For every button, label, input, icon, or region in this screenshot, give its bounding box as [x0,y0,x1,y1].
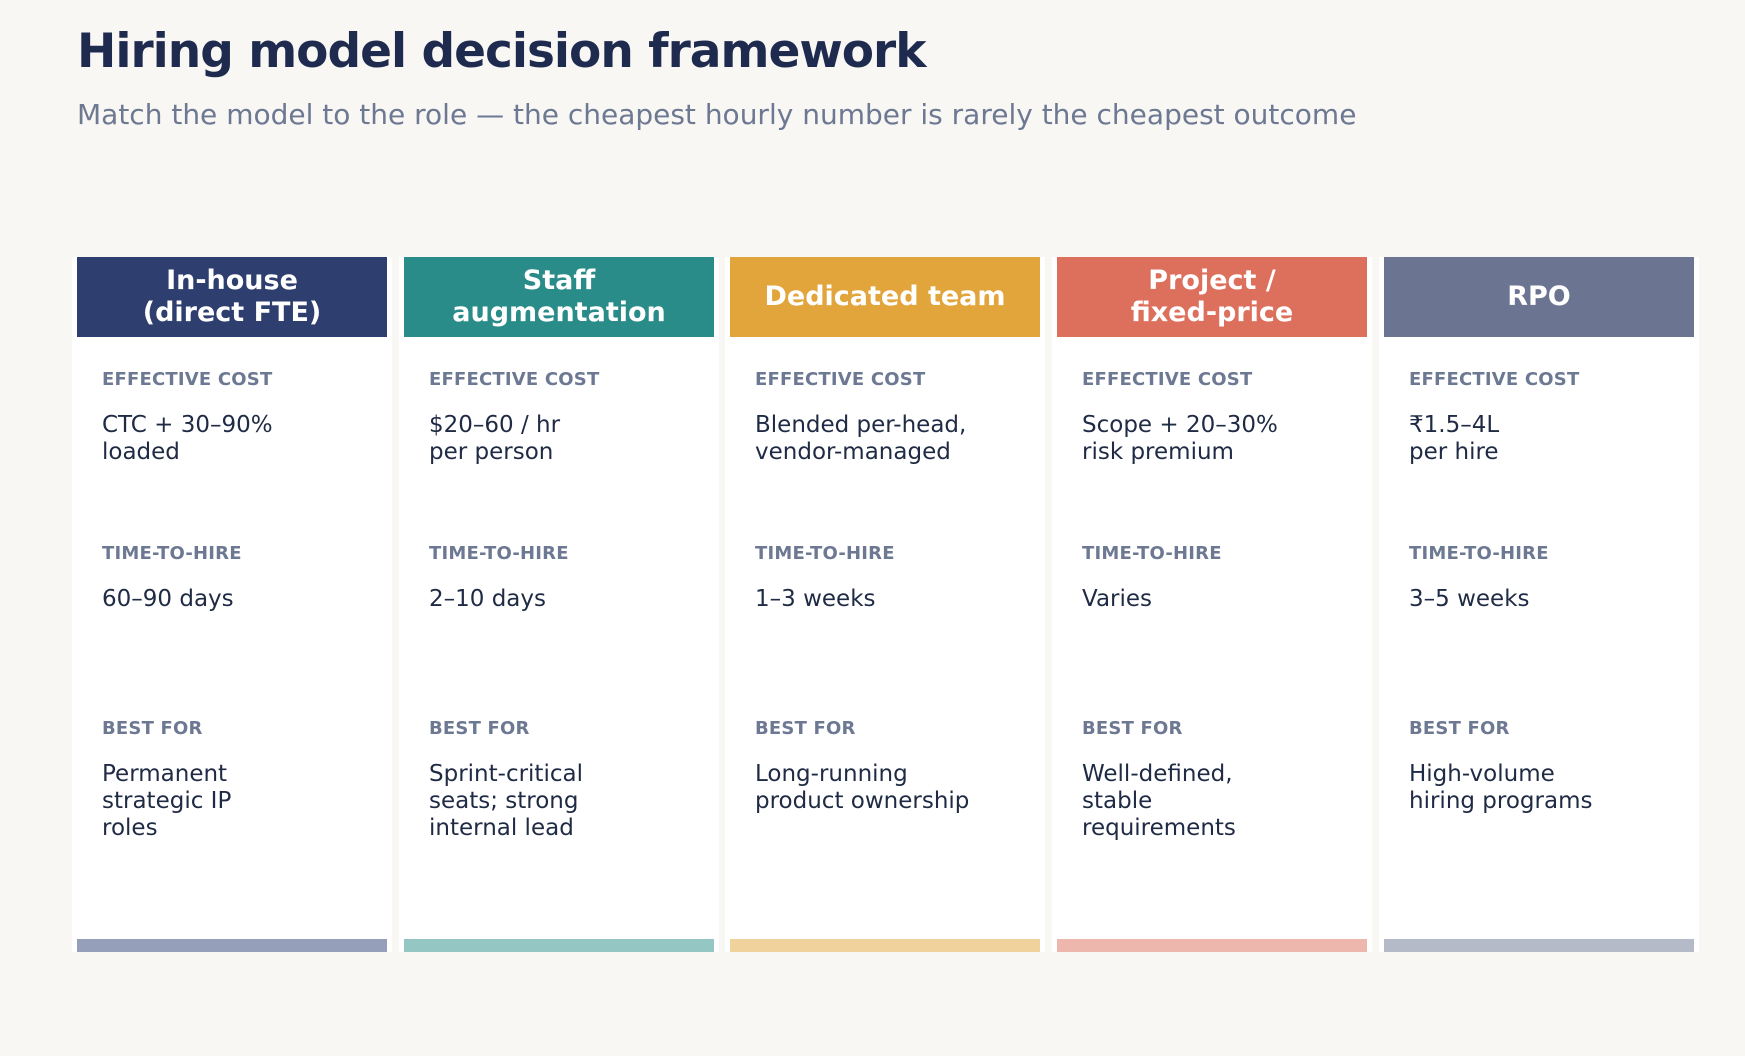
best-for-value: High-volume hiring programs [1409,761,1593,814]
effective-cost-value: ₹1.5–4L per hire [1409,412,1500,465]
best-for-value: Sprint-critical seats; strong internal l… [429,761,583,841]
column-header-label: Dedicated team [764,281,1006,312]
effective-cost-value: $20–60 / hr per person [429,412,561,465]
best-for-label: BEST FOR [1082,718,1183,739]
best-for-value: Permanent strategic IP roles [102,761,232,841]
time-to-hire-label: TIME-TO-HIRE [102,543,242,564]
column-card [399,257,719,952]
column-footer-bar [1057,939,1367,952]
time-to-hire-value: Varies [1082,586,1153,612]
time-to-hire-value: 60–90 days [102,586,234,612]
column-header-label: In-house (direct FTE) [142,265,322,328]
time-to-hire-label: TIME-TO-HIRE [1409,543,1549,564]
effective-cost-value: CTC + 30–90% loaded [102,412,273,465]
effective-cost-label: EFFECTIVE COST [1082,369,1253,390]
column-header: In-house (direct FTE) [77,257,387,337]
time-to-hire-value: 3–5 weeks [1409,586,1530,612]
column-card [1379,257,1699,952]
column-card [72,257,392,952]
column-header-label: RPO [1507,281,1571,312]
time-to-hire-label: TIME-TO-HIRE [429,543,569,564]
column-in-house: In-house (direct FTE) EFFECTIVE COST CTC… [72,257,392,952]
time-to-hire-value: 2–10 days [429,586,546,612]
column-card [725,257,1045,952]
column-header: RPO [1384,257,1694,337]
column-card [1052,257,1372,952]
best-for-label: BEST FOR [429,718,530,739]
time-to-hire-label: TIME-TO-HIRE [755,543,895,564]
effective-cost-label: EFFECTIVE COST [755,369,926,390]
best-for-label: BEST FOR [1409,718,1510,739]
effective-cost-value: Blended per-head, vendor-managed [755,412,967,465]
column-header-label: Staff augmentation [452,265,666,328]
column-footer-bar [730,939,1040,952]
best-for-label: BEST FOR [102,718,203,739]
column-project-fixed-price: Project / fixed-price EFFECTIVE COST Sco… [1052,257,1372,952]
best-for-label: BEST FOR [755,718,856,739]
column-footer-bar [77,939,387,952]
column-header: Staff augmentation [404,257,714,337]
column-dedicated-team: Dedicated team EFFECTIVE COST Blended pe… [725,257,1045,952]
hiring-model-columns: In-house (direct FTE) EFFECTIVE COST CTC… [72,257,1699,952]
column-header: Dedicated team [730,257,1040,337]
column-footer-bar [404,939,714,952]
page-subtitle: Match the model to the role — the cheape… [77,98,1357,131]
column-footer-bar [1384,939,1694,952]
effective-cost-label: EFFECTIVE COST [429,369,600,390]
best-for-value: Long-running product ownership [755,761,970,814]
column-rpo: RPO EFFECTIVE COST ₹1.5–4L per hire TIME… [1379,257,1699,952]
effective-cost-value: Scope + 20–30% risk premium [1082,412,1278,465]
time-to-hire-label: TIME-TO-HIRE [1082,543,1222,564]
effective-cost-label: EFFECTIVE COST [102,369,273,390]
column-staff-augmentation: Staff augmentation EFFECTIVE COST $20–60… [399,257,719,952]
column-header: Project / fixed-price [1057,257,1367,337]
best-for-value: Well-defined, stable requirements [1082,761,1236,841]
time-to-hire-value: 1–3 weeks [755,586,876,612]
page-title: Hiring model decision framework [77,24,926,79]
column-header-label: Project / fixed-price [1130,265,1294,328]
effective-cost-label: EFFECTIVE COST [1409,369,1580,390]
